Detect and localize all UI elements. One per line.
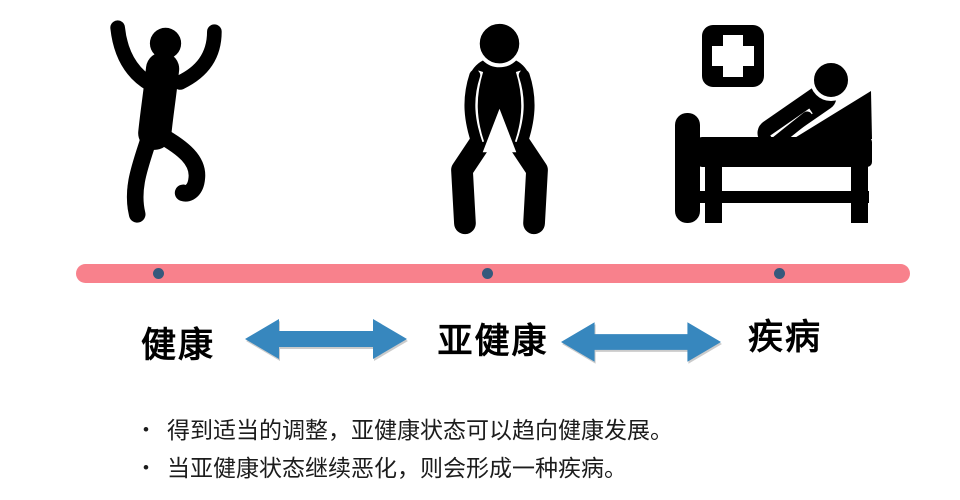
bullet-icon: • — [143, 420, 149, 439]
jumping-person-icon — [103, 16, 230, 230]
stage-label-subhealth: 亚健康 — [437, 322, 549, 361]
stage-label-health: 健康 — [140, 326, 216, 365]
bidirectional-arrow-right — [561, 322, 721, 362]
spectrum-bar — [76, 264, 910, 283]
spectrum-dot-subhealth — [482, 268, 493, 279]
list-item: • 当亚健康状态继续恶化，则会形成一种疾病。 — [143, 453, 673, 483]
spectrum-dot-disease — [774, 268, 785, 279]
note-text-2: 当亚健康状态继续恶化，则会形成一种疾病。 — [167, 455, 627, 481]
stage-label-disease: 疾病 — [747, 318, 823, 357]
spectrum-dot-health — [153, 268, 164, 279]
slumped-person-icon — [440, 14, 560, 246]
notes-list: • 得到适当的调整，亚健康状态可以趋向健康发展。 • 当亚健康状态继续恶化，则会… — [143, 415, 673, 483]
hospital-bed-icon — [675, 25, 880, 225]
note-text-1: 得到适当的调整，亚健康状态可以趋向健康发展。 — [167, 417, 673, 443]
list-item: • 得到适当的调整，亚健康状态可以趋向健康发展。 — [143, 415, 673, 445]
bidirectional-arrow-left — [245, 319, 407, 359]
bullet-icon: • — [143, 458, 149, 477]
